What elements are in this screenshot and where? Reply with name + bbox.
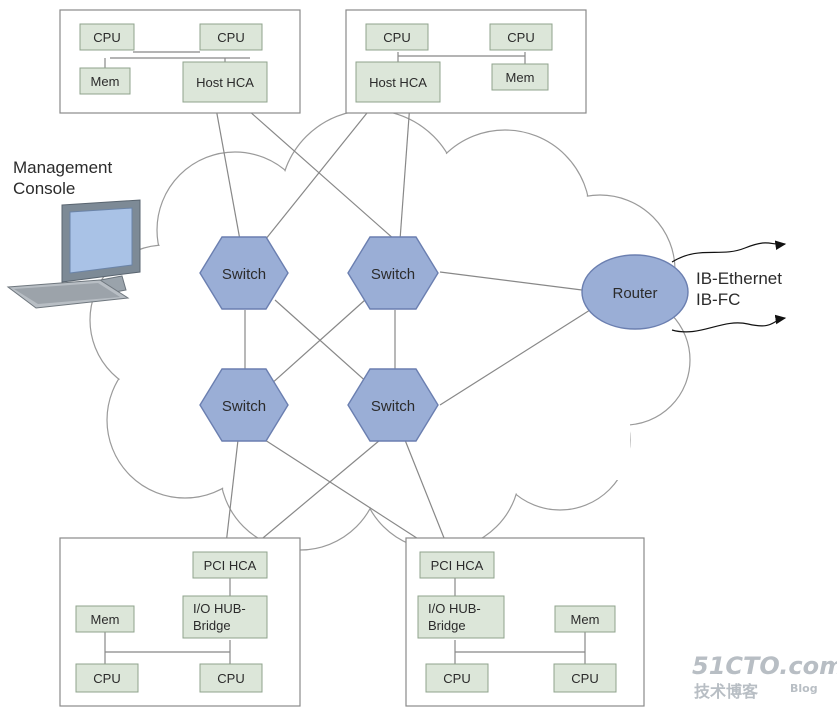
- io-hub-bridge-label-line1: I/O HUB-: [428, 601, 481, 616]
- console-label-line1: Management: [13, 158, 113, 177]
- mem-box: [75, 605, 135, 633]
- mem-box: [491, 63, 549, 91]
- io-hub-bridge-label-line1: I/O HUB-: [193, 601, 246, 616]
- switch-bottom-left: Switch: [199, 368, 289, 442]
- keyboard-icon: [6, 279, 130, 309]
- io-hub-bridge-box: [182, 595, 268, 639]
- mem-box: [79, 67, 131, 95]
- cpu-label: CPU: [507, 30, 534, 45]
- router-label: Router: [612, 285, 657, 302]
- external-link-label-fc: IB-FC: [696, 290, 740, 309]
- cpu-box: [553, 663, 617, 693]
- io-hub-bridge-box: [417, 595, 505, 639]
- host-hca-box: [182, 61, 268, 103]
- pci-hca-box: [419, 551, 495, 579]
- cpu-label: CPU: [443, 671, 470, 686]
- host-hca-label: Host HCA: [369, 75, 427, 90]
- mem-label: Mem: [506, 70, 535, 85]
- switch-label: Switch: [222, 266, 266, 283]
- watermark-tagline: 技术博客: [694, 682, 759, 701]
- router: Router: [581, 254, 689, 330]
- io-hub-bridge-label-line2: Bridge: [193, 618, 231, 633]
- connection-lines: [214, 102, 591, 554]
- host-node-right: CPU CPU Host HCA Mem: [345, 9, 587, 114]
- watermark: 51CTO.com 技术博客 Blog: [692, 652, 837, 701]
- cpu-label: CPU: [217, 671, 244, 686]
- target-node-left: PCI HCA I/O HUB- Bridge Mem CPU CPU: [59, 537, 301, 707]
- watermark-blog: Blog: [790, 682, 818, 695]
- cpu-label: CPU: [93, 671, 120, 686]
- host-node-left: CPU CPU Mem Host HCA: [59, 9, 301, 114]
- cpu-box: [75, 663, 139, 693]
- pci-hca-box: [192, 551, 268, 579]
- target-node-right: PCI HCA I/O HUB- Bridge Mem CPU CPU: [405, 537, 645, 707]
- cpu-box: [489, 23, 553, 51]
- cpu-box: [199, 663, 263, 693]
- cpu-box: [79, 23, 135, 51]
- cpu-label: CPU: [571, 671, 598, 686]
- pci-hca-label: PCI HCA: [204, 558, 257, 573]
- switch-label: Switch: [371, 266, 415, 283]
- host-hca-label: Host HCA: [196, 75, 254, 90]
- switch-label: Switch: [222, 398, 266, 415]
- cpu-box: [425, 663, 489, 693]
- mem-box: [554, 605, 616, 633]
- switch-label: Switch: [371, 398, 415, 415]
- mem-label: Mem: [571, 612, 600, 627]
- cpu-box: [199, 23, 263, 51]
- console-label-line2: Console: [13, 179, 75, 198]
- switch-bottom-right: Switch: [347, 368, 439, 442]
- host-hca-box: [355, 61, 441, 103]
- io-hub-bridge-label-line2: Bridge: [428, 618, 466, 633]
- management-console: Management Console: [6, 158, 141, 309]
- cpu-label: CPU: [383, 30, 410, 45]
- cpu-label: CPU: [93, 30, 120, 45]
- mem-label: Mem: [91, 612, 120, 627]
- fabric-cloud-fill: [91, 111, 689, 549]
- switch-top-left: Switch: [199, 236, 289, 310]
- pci-hca-label: PCI HCA: [431, 558, 484, 573]
- external-link-label-ethernet: IB-Ethernet: [696, 269, 782, 288]
- watermark-site: 51CTO.com: [692, 652, 837, 680]
- switch-top-right: Switch: [347, 236, 439, 310]
- cpu-box: [365, 23, 429, 51]
- cpu-label: CPU: [217, 30, 244, 45]
- mem-label: Mem: [91, 74, 120, 89]
- external-arrows: [671, 240, 787, 333]
